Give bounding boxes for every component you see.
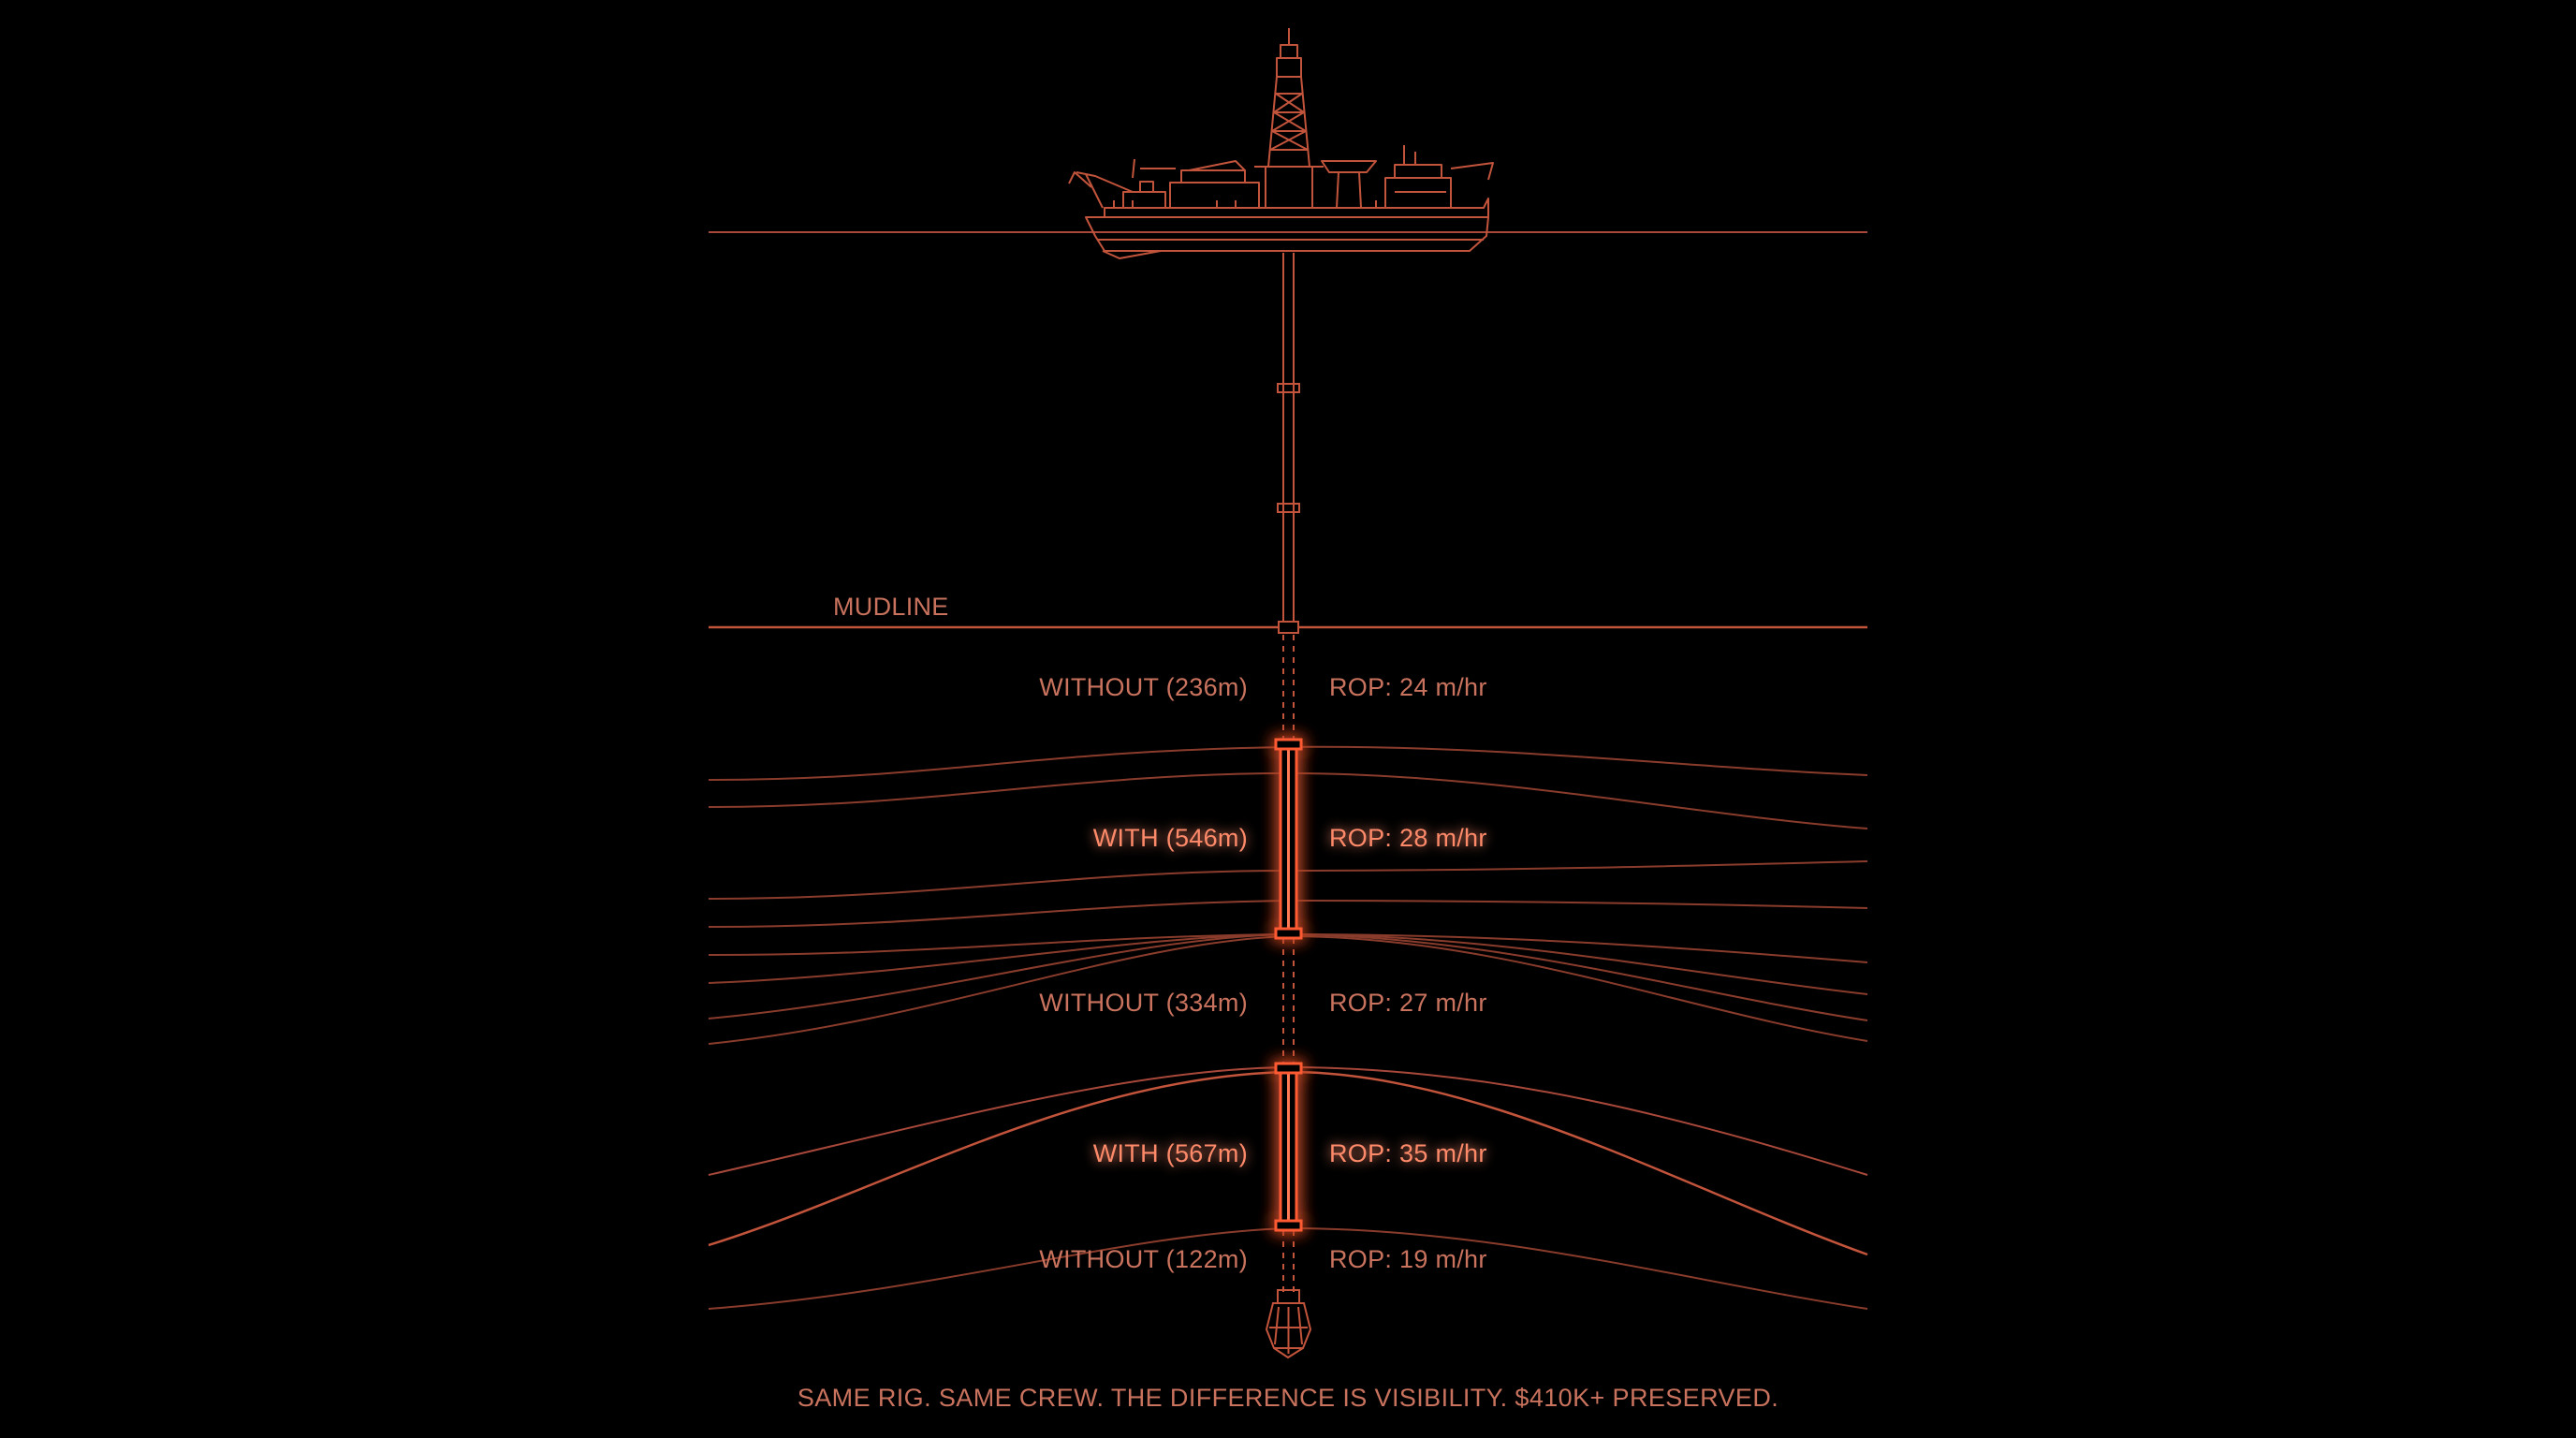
section-5-rate: ROP: 19 m/hr [1329,1245,1487,1273]
section-2-label: WITH (546m) [1093,824,1248,852]
stratum-line [708,934,1868,1045]
drillship-icon [1068,28,1494,259]
section-labels: WITHOUT (236m) ROP: 24 m/hr WITH (546m) … [1039,673,1486,1273]
visibility-segment-2 [1274,1062,1303,1232]
mudline-label: MUDLINE [833,593,949,621]
wellbore [1282,635,1295,1292]
section-1-rate: ROP: 24 m/hr [1329,673,1487,701]
riser-joint [1277,503,1300,513]
stratum-line [708,932,1868,995]
section-3-rate: ROP: 27 m/hr [1329,989,1487,1017]
riser-joint [1277,383,1300,393]
section-4-rate: ROP: 35 m/hr [1329,1139,1487,1167]
caption: SAME RIG. SAME CREW. THE DIFFERENCE IS V… [798,1384,1778,1412]
visibility-segment-1 [1274,738,1303,940]
section-4-label: WITH (567m) [1093,1139,1248,1167]
drill-bit-icon [1265,1289,1312,1359]
stratum-line [708,932,1868,1021]
section-5-label: WITHOUT (122m) [1039,1245,1248,1273]
riser [1277,253,1300,634]
section-2-rate: ROP: 28 m/hr [1329,824,1487,852]
section-3-label: WITHOUT (334m) [1039,989,1248,1017]
stratum-line [708,1226,1868,1310]
wellhead [1278,621,1299,634]
section-1-label: WITHOUT (236m) [1039,673,1248,701]
